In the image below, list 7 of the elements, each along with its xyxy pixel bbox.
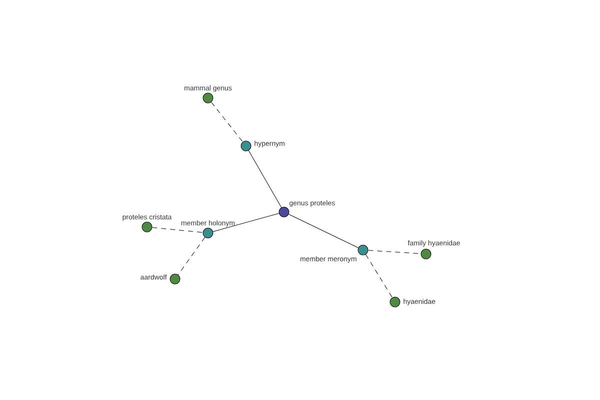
dashed-line — [152, 227, 204, 233]
connector-line — [248, 150, 282, 208]
dashed-line — [366, 254, 392, 298]
dashed-line — [178, 237, 206, 275]
dashed-line — [211, 102, 243, 142]
connector-line — [212, 213, 280, 232]
connector-line — [288, 214, 359, 248]
